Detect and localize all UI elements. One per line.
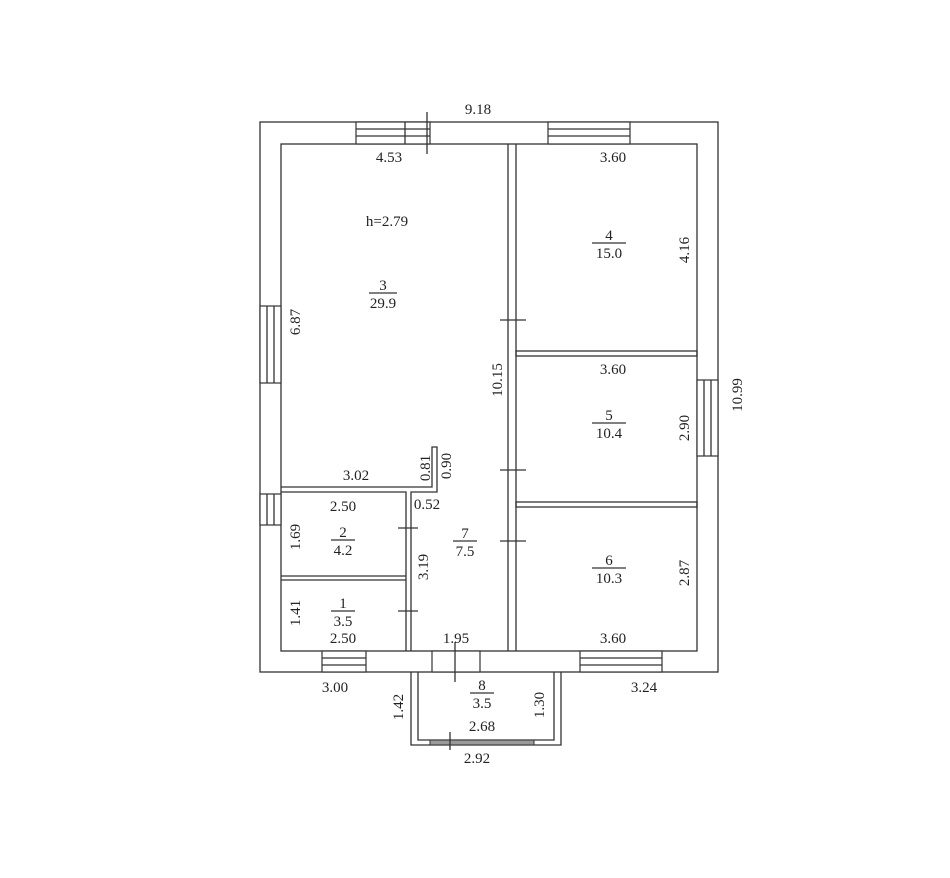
room-7-area: 7.5 — [456, 544, 475, 560]
door-marks — [398, 112, 526, 750]
room-2-number: 2 — [339, 525, 347, 541]
dim-room4-height: 4.16 — [677, 236, 693, 263]
room-8-number: 8 — [478, 678, 486, 694]
room-5-area: 10.4 — [596, 426, 623, 442]
dim-room1-width: 2.50 — [330, 631, 356, 647]
room-labels — [331, 242, 626, 694]
room-5-number: 5 — [605, 408, 613, 424]
room-3-number: 3 — [379, 278, 387, 294]
dim-corridor-width: 1.95 — [443, 631, 469, 647]
dim-room3-bottom: 3.02 — [343, 468, 369, 484]
room-6-number: 6 — [605, 553, 613, 569]
dim-porch-right: 1.30 — [532, 692, 548, 718]
dim-porch-left: 1.42 — [391, 694, 407, 720]
room-4-area: 15.0 — [596, 246, 622, 262]
room-2-area: 4.2 — [334, 543, 353, 559]
room-4-number: 4 — [605, 228, 613, 244]
room-8-area: 3.5 — [473, 696, 492, 712]
dim-porch-inner: 2.68 — [469, 719, 495, 735]
dim-bottom-left: 3.00 — [322, 680, 348, 696]
dim-room5-height: 2.90 — [677, 415, 693, 441]
dim-room2-width: 2.50 — [330, 499, 356, 515]
dim-corridor-height: 3.19 — [416, 554, 432, 580]
dim-room4-width: 3.60 — [600, 150, 626, 166]
room-6-area: 10.3 — [596, 571, 622, 587]
room-1-area: 3.5 — [334, 614, 353, 630]
dim-room6-height: 2.87 — [677, 559, 693, 586]
dim-room2-height: 1.69 — [288, 524, 304, 550]
dim-room3-height: 6.87 — [288, 308, 304, 335]
dim-room5-width: 3.60 — [600, 362, 626, 378]
dim-top-left: 4.53 — [376, 150, 402, 166]
dim-bottom-right: 3.24 — [631, 680, 658, 696]
dim-stub-081: 0.81 — [418, 455, 434, 481]
dim-porch-outer: 2.92 — [464, 751, 490, 767]
dim-room1-height: 1.41 — [288, 600, 304, 626]
dim-overall-depth: 10.99 — [730, 378, 746, 412]
windows — [259, 121, 719, 746]
dim-stub-090: 0.90 — [439, 453, 455, 479]
dim-corridor-length: 10.15 — [490, 363, 506, 397]
ceiling-height: h=2.79 — [366, 214, 408, 230]
dim-room6-width: 3.60 — [600, 631, 626, 647]
room-3-area: 29.9 — [370, 296, 396, 312]
room-1-number: 1 — [339, 596, 347, 612]
dim-gap-052: 0.52 — [414, 497, 440, 513]
dim-overall-width: 9.18 — [465, 102, 491, 118]
room-7-number: 7 — [461, 526, 469, 542]
